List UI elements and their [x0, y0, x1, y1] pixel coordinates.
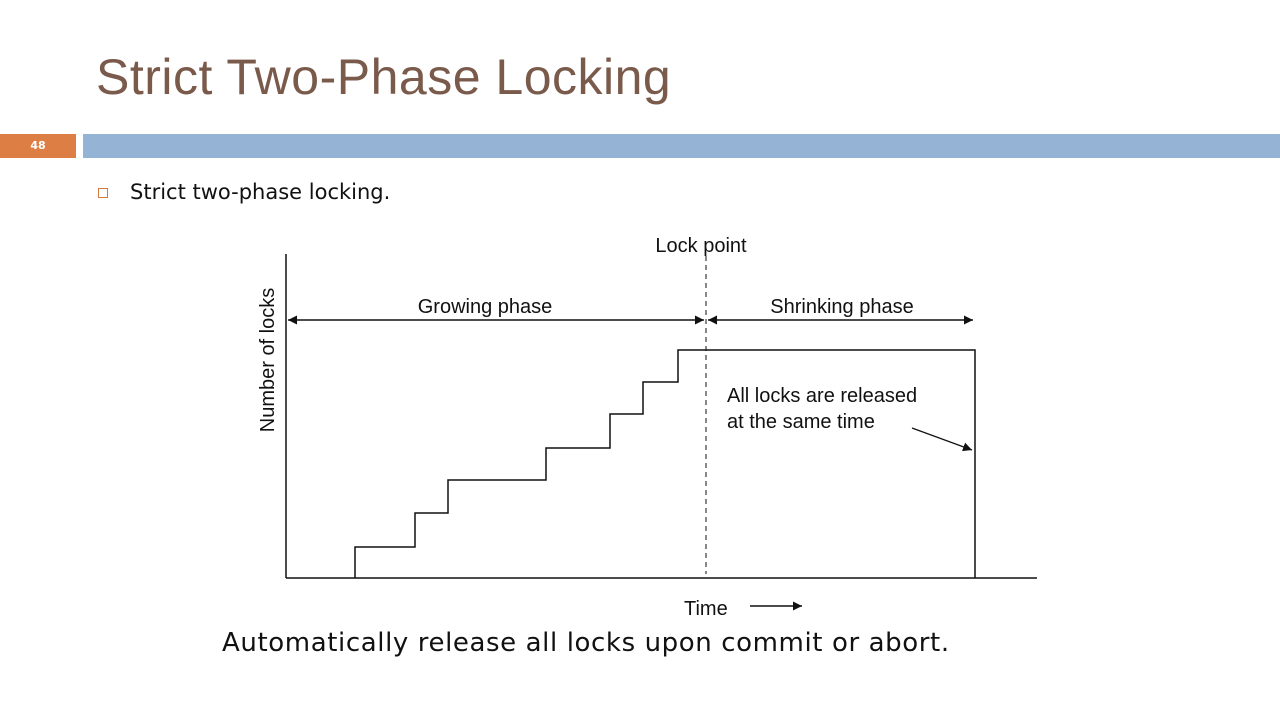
shrinking-phase-label: Shrinking phase	[770, 296, 913, 318]
slide-title: Strict Two-Phase Locking	[96, 49, 672, 105]
y-axis-label: Number of locks	[257, 288, 279, 433]
annotation-line-1: All locks are released	[727, 385, 917, 407]
header-bar	[83, 134, 1280, 158]
growing-phase-label: Growing phase	[418, 296, 553, 318]
annotation-line-2: at the same time	[727, 411, 875, 433]
slide-number-bar	[0, 134, 76, 158]
lock-point-label: Lock point	[655, 235, 747, 257]
x-axis-label: Time	[684, 598, 728, 620]
slide-number: 48	[30, 139, 46, 152]
caption: Automatically release all locks upon com…	[222, 628, 950, 658]
annotation-arrow	[911, 427, 973, 452]
lock-count-staircase	[354, 349, 976, 578]
bullet-square-icon	[98, 188, 108, 198]
bullet-text: Strict two-phase locking.	[130, 180, 391, 204]
